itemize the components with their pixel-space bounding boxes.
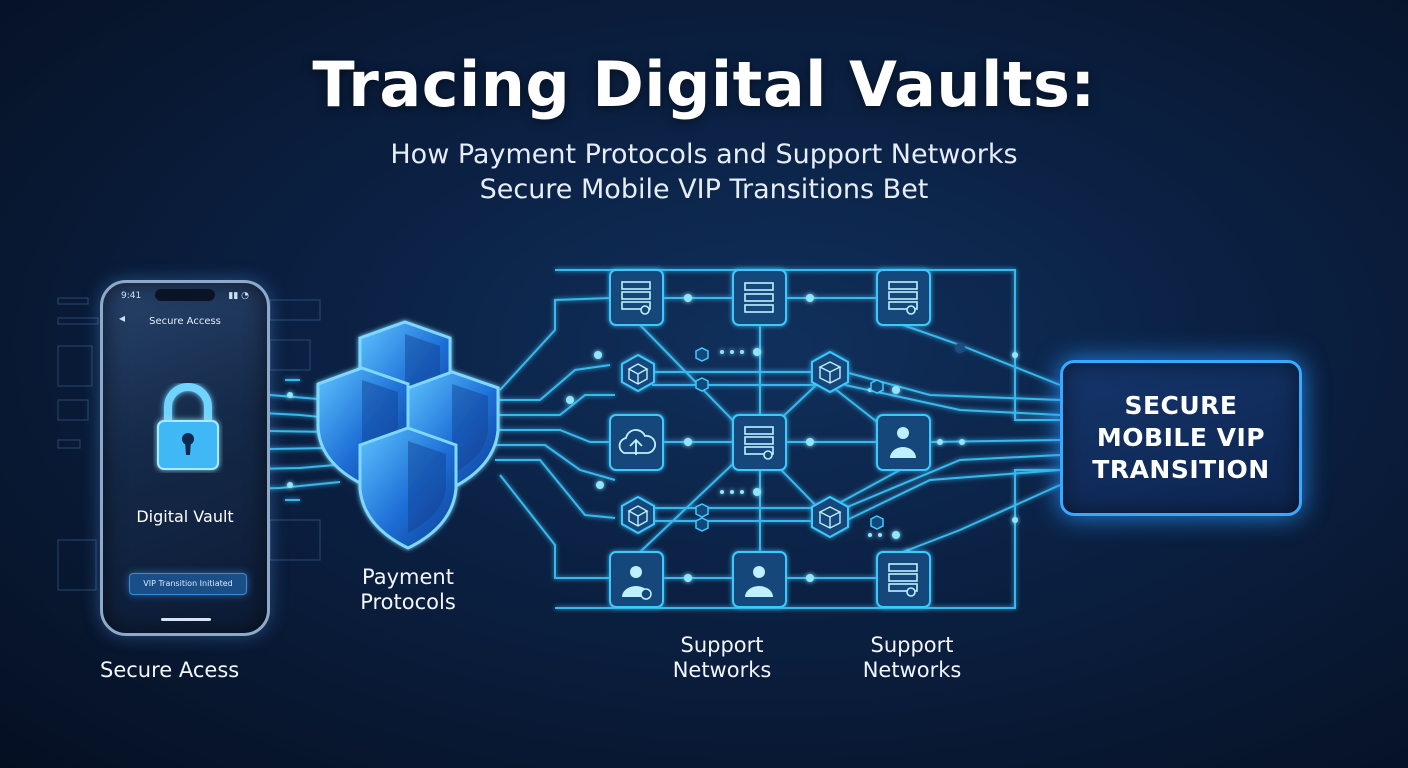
server-icon bbox=[621, 281, 651, 315]
user-icon bbox=[745, 566, 773, 597]
vip-box-text: SECURE MOBILE VIP TRANSITION bbox=[1092, 390, 1269, 486]
label-line: Support bbox=[680, 633, 764, 657]
server-node-middle bbox=[732, 414, 787, 471]
cube-icon bbox=[818, 506, 842, 529]
server-icon bbox=[744, 426, 774, 460]
digital-vault-label: Digital Vault bbox=[136, 507, 234, 526]
hex-node-lower-right bbox=[811, 495, 849, 539]
connector-dots bbox=[287, 294, 1018, 582]
label-payment-protocols: Payment Protocols bbox=[350, 565, 466, 615]
cube-icon bbox=[627, 363, 649, 385]
server-node-top-3 bbox=[876, 269, 931, 326]
server-node-top-2 bbox=[732, 269, 787, 326]
back-arrow-icon[interactable]: ◂ bbox=[119, 311, 126, 325]
status-bar: 9:41 ▮▮ ◔ bbox=[121, 291, 249, 301]
payment-shields bbox=[316, 320, 500, 550]
vip-box-line: TRANSITION bbox=[1092, 455, 1270, 484]
phone-notch bbox=[155, 289, 215, 301]
home-indicator bbox=[161, 618, 211, 621]
label-secure-access: Secure Acess bbox=[100, 658, 240, 682]
server-icon bbox=[888, 281, 918, 315]
label-line: Networks bbox=[672, 658, 772, 682]
vip-box-line: MOBILE VIP bbox=[1096, 423, 1266, 452]
cube-icon bbox=[818, 361, 842, 384]
hex-node-lower-left bbox=[621, 495, 655, 535]
user-node-bottom-2 bbox=[732, 551, 787, 608]
status-icons: ▮▮ ◔ bbox=[228, 291, 249, 301]
vip-box-line: SECURE bbox=[1124, 391, 1238, 420]
hex-node-upper-left bbox=[621, 353, 655, 393]
phone-screen-header: Secure Access bbox=[149, 316, 221, 327]
mobile-phone: 9:41 ▮▮ ◔ ◂ Secure Access Digital Vault … bbox=[100, 280, 270, 636]
status-time: 9:41 bbox=[121, 291, 142, 301]
label-line: Protocols bbox=[360, 590, 456, 614]
cloud-node bbox=[609, 414, 664, 471]
user-node-middle bbox=[876, 414, 931, 471]
server-icon bbox=[744, 282, 774, 313]
page-title: Tracing Digital Vaults: bbox=[312, 48, 1096, 121]
label-line: Payment bbox=[362, 565, 454, 589]
subtitle-line-2: Secure Mobile VIP Transitions Bet bbox=[479, 174, 929, 205]
padlock-icon bbox=[157, 383, 219, 470]
cloud-upload-icon bbox=[618, 429, 656, 455]
server-icon bbox=[888, 563, 918, 597]
server-node-top-1 bbox=[609, 269, 664, 326]
vip-transition-banner[interactable]: VIP Transition Initiated bbox=[129, 573, 247, 595]
user-icon bbox=[622, 566, 652, 600]
cube-icon bbox=[627, 505, 649, 527]
secure-mobile-vip-transition-box: SECURE MOBILE VIP TRANSITION bbox=[1060, 360, 1302, 516]
label-support-networks-1: Support Networks bbox=[662, 633, 782, 683]
hex-node-upper-right bbox=[811, 350, 849, 394]
label-line: Networks bbox=[862, 658, 962, 682]
label-support-networks-2: Support Networks bbox=[852, 633, 972, 683]
page-subtitle: How Payment Protocols and Support Networ… bbox=[0, 137, 1408, 207]
decorative-ui-texture bbox=[57, 297, 321, 591]
shield-icon bbox=[358, 426, 458, 550]
small-hex-connectors bbox=[695, 347, 884, 532]
user-icon bbox=[890, 427, 916, 458]
subtitle-line-1: How Payment Protocols and Support Networ… bbox=[390, 139, 1018, 170]
label-line: Support bbox=[870, 633, 954, 657]
user-node-bottom-1 bbox=[609, 551, 664, 608]
server-node-bottom bbox=[876, 551, 931, 608]
